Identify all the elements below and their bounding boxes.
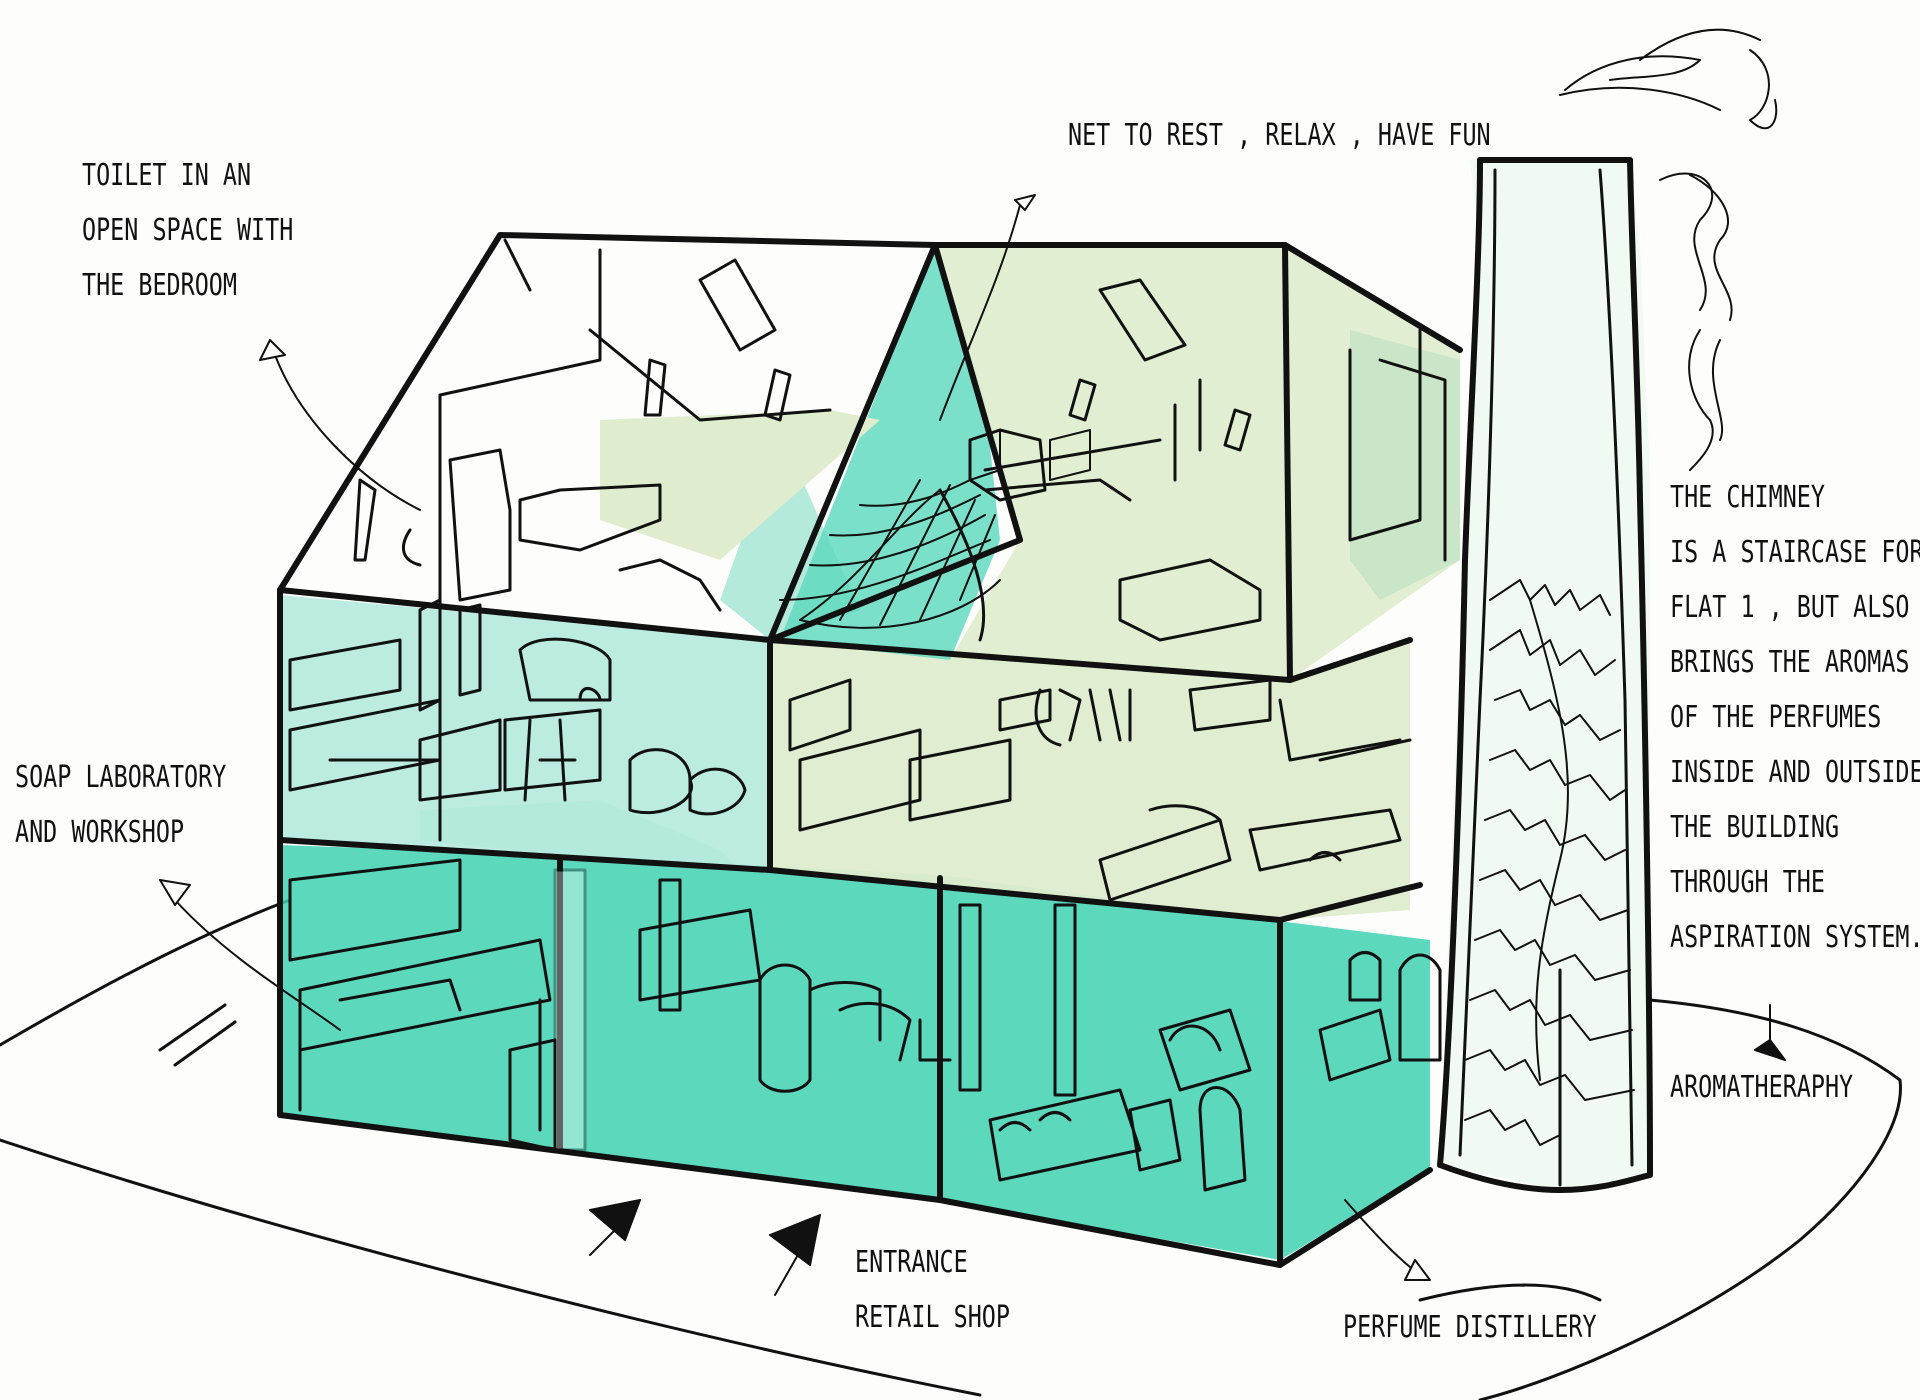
- smoke-swirls: [1559, 28, 1778, 471]
- net: [779, 429, 1091, 629]
- annotation-arrows: [159, 194, 1786, 1296]
- label-chimney-line: FLAT 1 , BUT ALSO: [1670, 590, 1910, 625]
- label-chimney-line: THE CHIMNEY: [1670, 480, 1825, 515]
- label-aromatherapy: AROMATHERAPHY: [1670, 1060, 1853, 1115]
- label-toilet-line: TOILET IN AN: [82, 158, 252, 193]
- label-chimney-line: BRINGS THE AROMAS: [1670, 645, 1910, 680]
- label-chimney-line: OF THE PERFUMES: [1670, 700, 1882, 735]
- label-chimney-line: THROUGH THE: [1670, 865, 1825, 900]
- label-toilet-line: OPEN SPACE WITH: [82, 213, 294, 248]
- label-perfume: PERFUME DISTILLERY: [1343, 1300, 1597, 1355]
- label-entrance: ENTRANCE RETAIL SHOP: [855, 1235, 1010, 1345]
- chimney: [1437, 157, 1653, 1193]
- label-chimney-line: IS A STAIRCASE FOR: [1670, 535, 1920, 570]
- label-net-line: NET TO REST , RELAX , HAVE FUN: [1068, 118, 1491, 153]
- label-aromatherapy-line: AROMATHERAPHY: [1670, 1070, 1854, 1105]
- label-soap: SOAP LABORATORY AND WORKSHOP: [15, 750, 226, 860]
- label-soap-line: SOAP LABORATORY: [15, 760, 227, 795]
- label-chimney: THE CHIMNEY IS A STAIRCASE FOR FLAT 1 , …: [1670, 470, 1920, 965]
- label-net: NET TO REST , RELAX , HAVE FUN: [1068, 108, 1491, 163]
- street-lines: [0, 898, 1902, 1400]
- label-entrance-line: ENTRANCE: [855, 1245, 968, 1280]
- label-toilet: TOILET IN AN OPEN SPACE WITH THE BEDROOM: [82, 148, 293, 313]
- spiral-staircase: [1464, 579, 1635, 1146]
- house-frame: [277, 232, 1463, 1268]
- label-chimney-line: INSIDE AND OUTSIDE: [1670, 755, 1920, 790]
- label-chimney-line: THE BUILDING: [1670, 810, 1840, 845]
- label-entrance-line: RETAIL SHOP: [855, 1300, 1010, 1335]
- label-toilet-line: THE BEDROOM: [82, 268, 237, 303]
- ground-floor-details: [288, 858, 1442, 1192]
- label-soap-line: AND WORKSHOP: [15, 815, 185, 850]
- label-chimney-line: ASPIRATION SYSTEM.: [1670, 920, 1920, 955]
- label-perfume-line: PERFUME DISTILLERY: [1343, 1310, 1597, 1345]
- middle-floor-details: [288, 598, 1412, 902]
